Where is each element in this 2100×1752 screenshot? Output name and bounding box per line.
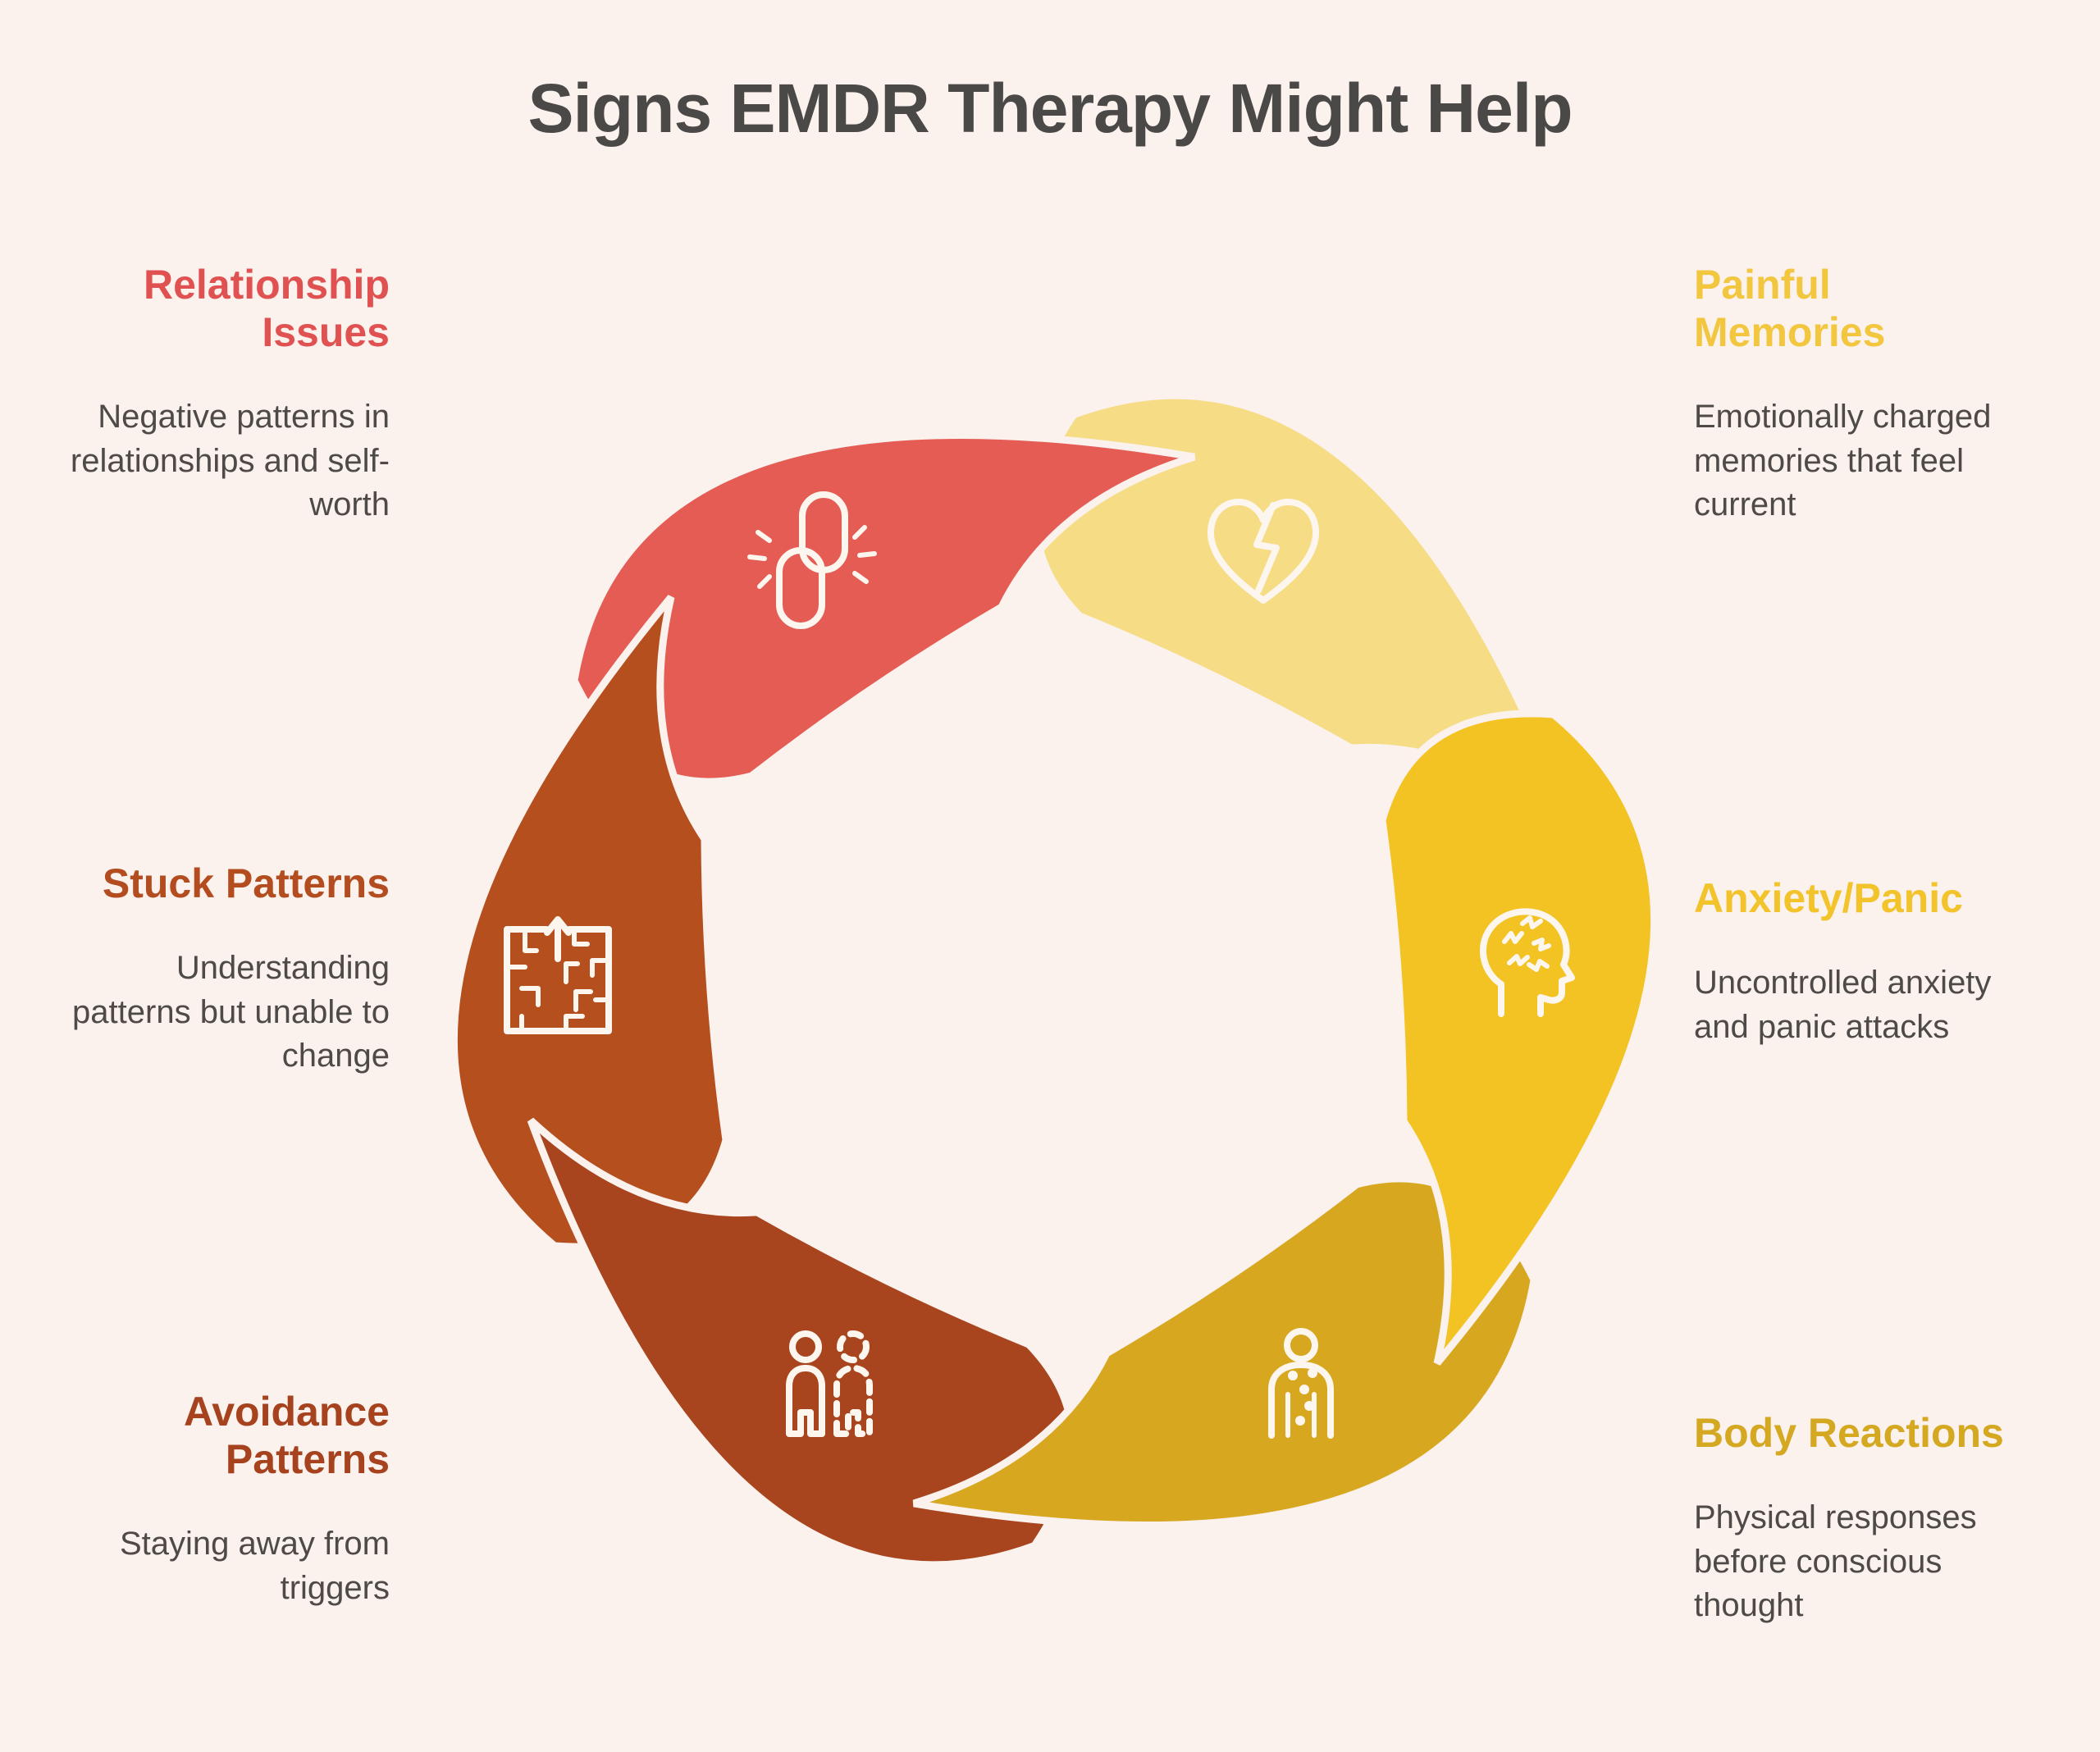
label-body-reactions: Body Reactions Physical responses before… [1694,1409,2055,1628]
item-description: Understanding patterns but unable to cha… [72,950,390,1074]
sensation-dots [1288,1368,1317,1426]
item-description: Negative patterns in relationships and s… [70,399,390,523]
label-anxiety-panic: Anxiety/Panic Uncontrolled anxiety and p… [1694,874,2055,1049]
cycle-segments [450,391,1659,1569]
item-description: Physical responses before conscious thou… [1694,1499,1977,1624]
item-heading: Anxiety/Panic [1694,875,1963,921]
item-heading: Avoidance Patterns [183,1389,390,1482]
heart-lightning-icon [1207,499,1320,604]
item-description: Emotionally charged memories that feel c… [1694,399,1992,523]
label-painful-memories: Painful Memories Emotionally charged mem… [1694,261,2055,527]
body-sensation-icon [1268,1328,1334,1439]
segment-anxiety-panic [1378,709,1659,1366]
item-heading: Body Reactions [1694,1410,2004,1456]
segment-icons [504,491,1575,1439]
broken-link-icon [747,491,877,629]
item-heading: Stuck Patterns [102,860,390,906]
label-avoidance-patterns: Avoidance Patterns Staying away from tri… [45,1388,390,1610]
item-heading: Painful Memories [1694,262,1886,355]
anxious-head-icon [1479,908,1575,1017]
item-heading: Relationship Issues [143,262,390,355]
item-description: Staying away from triggers [119,1526,390,1606]
item-description: Uncontrolled anxiety and panic attacks [1694,965,1992,1045]
maze-arrow-icon [504,916,612,1034]
label-stuck-patterns: Stuck Patterns Understanding patterns bu… [29,860,390,1079]
page-title: Signs EMDR Therapy Might Help [527,70,1573,147]
label-relationship-issues: Relationship Issues Negative patterns in… [45,261,390,527]
avoidance-person-icon [786,1330,873,1437]
